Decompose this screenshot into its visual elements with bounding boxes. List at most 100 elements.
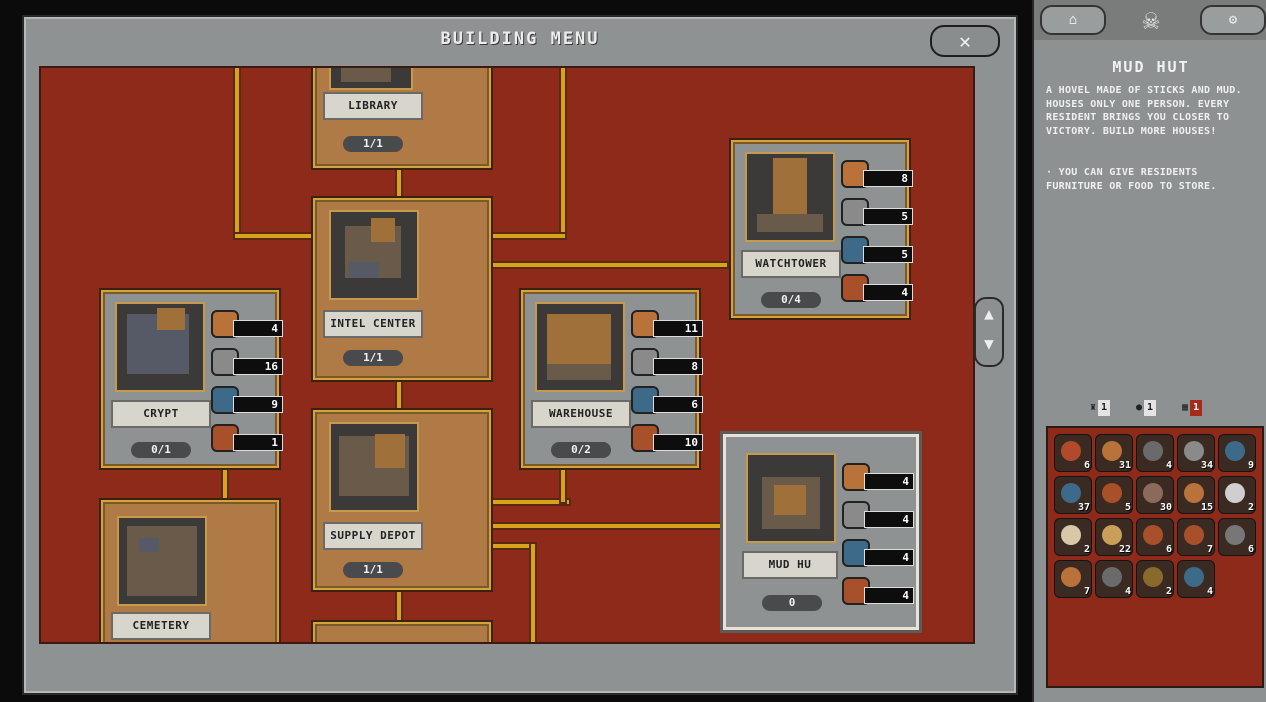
- wood-cost: 8: [841, 160, 915, 188]
- inventory-slot[interactable]: 5: [1095, 476, 1133, 514]
- title-bar: BUILDING MENU ✕: [24, 17, 1016, 61]
- food-cost: 10: [631, 424, 705, 452]
- houses-stat: ▦1: [1182, 400, 1203, 416]
- inventory-slot[interactable]: 15: [1177, 476, 1215, 514]
- settings-button[interactable]: ⚙: [1200, 5, 1266, 35]
- item-quantity: 4: [1124, 586, 1131, 597]
- inventory-slot[interactable]: 37: [1054, 476, 1092, 514]
- watchtower-label: WATCHTOWER: [741, 250, 841, 278]
- item-quantity: 37: [1077, 502, 1090, 513]
- building-tree: LIBRARY 1/1 INTEL CENTER 1/1 4 16 9 1 CR…: [39, 66, 975, 644]
- inventory-slot[interactable]: 2: [1136, 560, 1174, 598]
- item-quantity: 34: [1200, 460, 1213, 471]
- house-icon: ▦: [1182, 402, 1189, 413]
- camp-icon: ⌂: [1068, 12, 1078, 28]
- item-icon: [1225, 441, 1245, 461]
- food-stat: ●1: [1136, 400, 1157, 416]
- connector-line: [487, 544, 535, 548]
- crypt-card[interactable]: 4 16 9 1 CRYPT 0/1: [101, 290, 283, 468]
- metal-cost: 6: [631, 386, 705, 414]
- item-quantity: 6: [1165, 544, 1172, 555]
- intel-center-image: [329, 210, 419, 300]
- metal-cost: 4: [842, 539, 916, 567]
- scroll-down-icon[interactable]: ▼: [984, 334, 994, 353]
- item-quantity: 9: [1247, 460, 1254, 471]
- crypt-label: CRYPT: [111, 400, 211, 428]
- mud-hut-card[interactable]: 4 4 4 4 MUD HU 0: [723, 434, 919, 630]
- inventory-slot[interactable]: 2: [1218, 476, 1256, 514]
- building-note: · YOU CAN GIVE RESIDENTS FURNITURE OR FO…: [1046, 167, 1217, 192]
- connector-line: [487, 500, 569, 504]
- inventory-slot[interactable]: 4: [1177, 560, 1215, 598]
- gear-icon: ⚙: [1228, 12, 1238, 28]
- inventory-slot[interactable]: 34: [1177, 434, 1215, 472]
- wood-cost: 11: [631, 310, 705, 338]
- item-icon: [1225, 525, 1245, 545]
- item-icon: [1225, 483, 1245, 503]
- inventory-slot[interactable]: 22: [1095, 518, 1133, 556]
- item-icon: [1061, 525, 1081, 545]
- supply-depot-count: 1/1: [343, 562, 403, 578]
- connector-line: [487, 263, 727, 267]
- warehouse-image: [535, 302, 625, 392]
- crypt-count: 0/1: [131, 442, 191, 458]
- item-icon: [1102, 483, 1122, 503]
- supply-depot-card[interactable]: SUPPLY DEPOT 1/1: [313, 410, 491, 590]
- scroll-up-icon[interactable]: ▲: [984, 304, 994, 323]
- cemetery-label: CEMETERY: [111, 612, 211, 640]
- metal-cost: 9: [211, 386, 285, 414]
- item-quantity: 7: [1083, 586, 1090, 597]
- building-card-partial[interactable]: [313, 622, 491, 642]
- inventory-slot[interactable]: 6: [1054, 434, 1092, 472]
- item-quantity: 15: [1200, 502, 1213, 513]
- inventory-slot[interactable]: 4: [1095, 560, 1133, 598]
- inventory-slot[interactable]: 4: [1136, 434, 1174, 472]
- library-count: 1/1: [343, 136, 403, 152]
- inventory-slot[interactable]: 30: [1136, 476, 1174, 514]
- food-icon: ●: [1136, 402, 1143, 413]
- item-quantity: 6: [1083, 460, 1090, 471]
- intel-center-count: 1/1: [343, 350, 403, 366]
- building-description: A HOVEL MADE OF STICKS AND MUD. HOUSES O…: [1046, 85, 1242, 137]
- intel-center-card[interactable]: INTEL CENTER 1/1: [313, 198, 491, 380]
- camp-stats: ♜1 ●1 ▦1: [1090, 400, 1260, 418]
- connector-line: [487, 524, 721, 528]
- warehouse-card[interactable]: 11 8 6 10 WAREHOUSE 0/2: [521, 290, 703, 468]
- stone-cost: 5: [841, 198, 915, 226]
- item-icon: [1102, 525, 1122, 545]
- inventory-slot[interactable]: 7: [1054, 560, 1092, 598]
- inventory-slot[interactable]: 2: [1054, 518, 1092, 556]
- building-menu-window: BUILDING MENU ✕ LIBRARY 1/1 INTEL CENTE: [22, 15, 1018, 695]
- camp-button[interactable]: ⌂: [1040, 5, 1106, 35]
- close-button[interactable]: ✕: [930, 25, 1000, 57]
- watchtower-card[interactable]: 8 5 5 4 WATCHTOWER 0/4: [731, 140, 913, 318]
- inventory-slot[interactable]: 7: [1177, 518, 1215, 556]
- library-card[interactable]: LIBRARY 1/1: [313, 68, 491, 168]
- connector-line: [561, 468, 565, 502]
- item-quantity: 5: [1124, 502, 1131, 513]
- item-icon: [1143, 441, 1163, 461]
- metal-cost: 5: [841, 236, 915, 264]
- item-quantity: 2: [1165, 586, 1172, 597]
- item-icon: [1061, 483, 1081, 503]
- intel-center-label: INTEL CENTER: [323, 310, 423, 338]
- item-icon: [1143, 567, 1163, 587]
- building-name: MUD HUT: [1112, 58, 1190, 76]
- food-cost: 4: [842, 577, 916, 605]
- watchtower-count: 0/4: [761, 292, 821, 308]
- inventory-slot[interactable]: 9: [1218, 434, 1256, 472]
- connector-line: [223, 468, 227, 498]
- inventory-slot[interactable]: 31: [1095, 434, 1133, 472]
- connector-line: [397, 378, 401, 410]
- inventory-slot[interactable]: 6: [1136, 518, 1174, 556]
- stone-cost: 16: [211, 348, 285, 376]
- item-quantity: 4: [1165, 460, 1172, 471]
- skull-icon: ☠: [1142, 3, 1160, 36]
- scroll-control[interactable]: ▲ ▼: [974, 297, 1004, 367]
- stone-cost: 4: [842, 501, 916, 529]
- cemetery-card[interactable]: CEMETERY: [101, 500, 279, 642]
- inventory-slot[interactable]: 6: [1218, 518, 1256, 556]
- supply-depot-image: [329, 422, 419, 512]
- item-icon: [1184, 441, 1204, 461]
